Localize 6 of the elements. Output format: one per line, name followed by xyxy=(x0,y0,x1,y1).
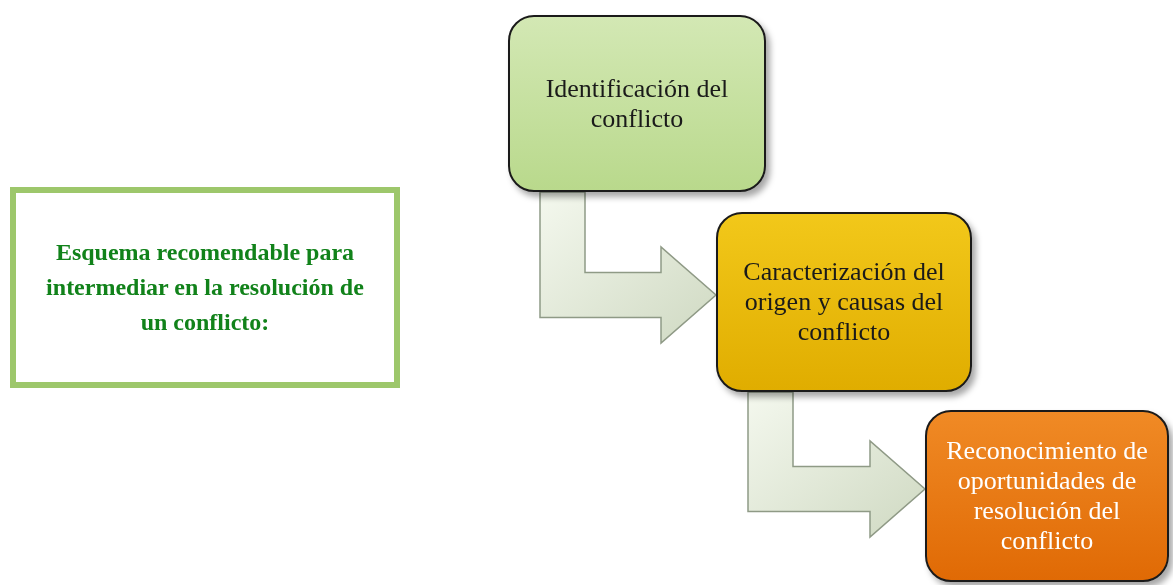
bent-arrow xyxy=(539,191,718,345)
process-box: Identificación del conflicto xyxy=(508,15,766,192)
process-box: Caracterización del origen y causas del conflicto xyxy=(716,212,972,392)
bent-arrow xyxy=(747,391,927,539)
title-box: Esquema recomendable para intermediar en la resolución de un conflicto: xyxy=(10,187,400,388)
process-box: Reconocimiento de oportunidades de resolución del conflicto xyxy=(925,410,1169,582)
